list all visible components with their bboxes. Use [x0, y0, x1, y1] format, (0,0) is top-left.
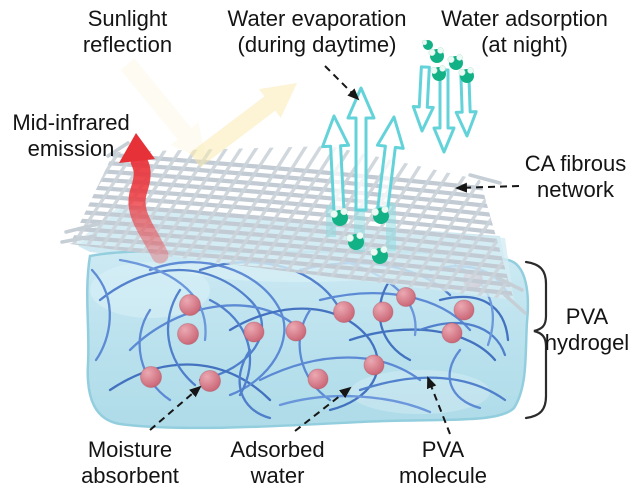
connector-evaporation [324, 65, 360, 101]
hydrogel-brace [524, 260, 548, 420]
label-adsorbed-water: Adsorbed water [230, 437, 325, 488]
label-mid-infrared-emission: Mid-infrared emission [12, 110, 130, 161]
label-pva-hydrogel: PVA hydrogel [544, 304, 630, 355]
label-sunlight-reflection: Sunlight reflection [82, 6, 173, 57]
connector-ca-network [455, 182, 520, 193]
label-ca-fibrous-network: CA fibrous network [524, 151, 627, 202]
mid-infrared-emission-arrow-icon [119, 133, 169, 264]
label-water-adsorption: Water adsorption (at night) [441, 6, 608, 57]
sunlight-reflected-arrow-icon [189, 83, 297, 168]
annotation-connectors [149, 65, 520, 435]
water-evaporation-arrows [321, 86, 405, 252]
label-pva-molecule: PVA molecule [398, 437, 488, 488]
connector-pva-molecule [427, 376, 451, 435]
connector-moisture-absorbent [149, 385, 202, 431]
moisture-absorbent-spheres [140, 270, 483, 392]
sunlight-incident-arrow-icon [120, 58, 206, 160]
label-moisture-absorbent: Moisture absorbent [81, 437, 179, 488]
label-water-evaporation: Water evaporation (during daytime) [227, 6, 407, 57]
water-adsorption-arrows [411, 65, 478, 154]
water-molecule-icons [330, 39, 474, 264]
